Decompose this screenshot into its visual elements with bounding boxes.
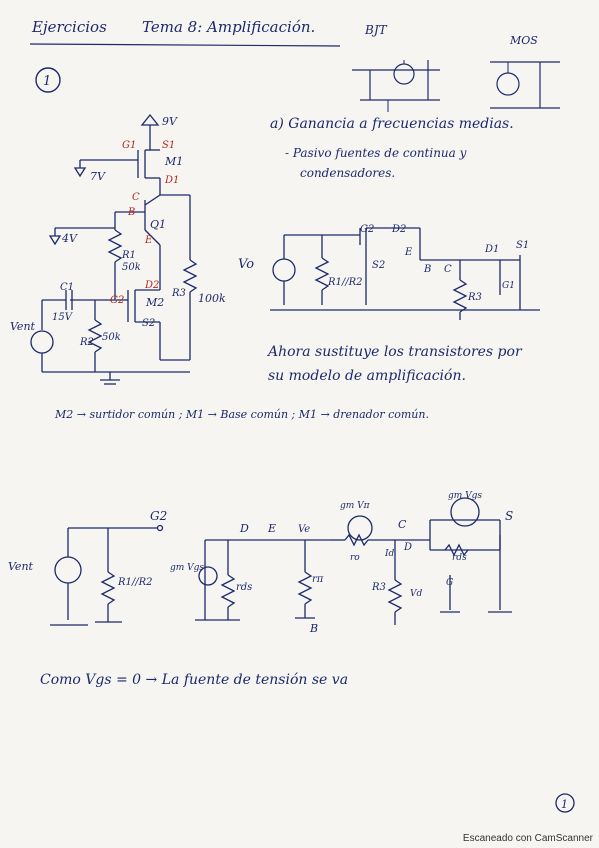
small-signal-circuit-2 — [50, 497, 512, 626]
mos-model-sketch — [490, 61, 560, 109]
label-r1-value: 50k — [122, 262, 141, 273]
label-r1: R1 — [121, 250, 136, 261]
label-ve: Ve — [298, 524, 310, 535]
label-7v: 7V — [90, 170, 106, 183]
label-g-ss2: G — [446, 578, 453, 588]
label-s1: S1 — [162, 140, 175, 151]
main-circuit — [30, 113, 198, 385]
label-e-ss2: E — [267, 522, 276, 535]
label-r2: R2 — [79, 337, 94, 348]
topic-heading: Tema 8: Amplificación. — [142, 18, 316, 36]
label-d-ss2: D — [239, 522, 249, 535]
note-a-title: a) Ganancia a frecuencias medias. — [270, 116, 514, 132]
label-d2-ss: D2 — [391, 224, 406, 235]
label-gmvgs-left: gm Vgs — [170, 563, 204, 573]
label-r1r2: R1//R2 — [327, 277, 363, 288]
label-c1: C1 — [60, 282, 74, 293]
label-g2: G2 — [110, 295, 124, 306]
label-m2: M2 — [145, 296, 164, 309]
note-substitute-line1: Ahora sustituye los transistores por — [268, 344, 522, 360]
label-b-ss2: B — [309, 622, 318, 635]
label-vd: Vd — [410, 589, 422, 599]
label-r3-ss2: R3 — [371, 582, 386, 593]
label-9v: 9V — [162, 115, 178, 128]
label-g1-ss: G1 — [502, 281, 515, 291]
label-q1: Q1 — [150, 218, 166, 231]
label-id: Id — [384, 549, 395, 559]
label-rpi: rπ — [312, 574, 324, 585]
label-s2: S2 — [142, 318, 155, 329]
bjt-label: BJT — [364, 23, 388, 37]
label-g2-ss2: G2 — [150, 509, 167, 523]
label-4v: 4V — [61, 232, 78, 245]
note-substitute-line2: su modelo de amplificación. — [268, 368, 466, 384]
label-c1-value: 15V — [52, 312, 74, 323]
label-d2: D2 — [144, 280, 159, 291]
label-g2-ss: G2 — [360, 224, 374, 235]
label-d1-ss: D1 — [484, 244, 499, 255]
page-number: 1 — [561, 798, 568, 811]
mos-label: MOS — [509, 34, 538, 47]
small-signal-circuit-1 — [270, 227, 540, 320]
label-gmvbe: gm Vπ — [340, 501, 371, 511]
label-d1: D1 — [164, 175, 179, 186]
label-r3: R3 — [171, 288, 186, 299]
label-e: E — [144, 235, 153, 246]
label-s1-ss: S1 — [516, 240, 529, 251]
label-r1r2-ss: R1//R2 — [117, 577, 153, 588]
label-ro: ro — [350, 553, 360, 563]
label-c: C — [132, 192, 140, 203]
label-g1: G1 — [122, 140, 136, 151]
exercises-heading: Ejercicios — [32, 18, 107, 36]
label-s2-ss: S2 — [372, 260, 385, 271]
label-d-ss2b: D — [403, 542, 412, 553]
label-b: B — [127, 207, 135, 218]
page-number-circle — [555, 793, 575, 813]
scanner-watermark: Escaneado con CamScanner — [462, 833, 593, 844]
label-r3-ss: R3 — [467, 292, 482, 303]
bjt-model-sketch — [352, 60, 440, 112]
label-gmvgs-right: gm Vgs — [448, 491, 482, 501]
label-s-ss2: S — [505, 509, 513, 523]
label-c-ss2: C — [398, 518, 407, 531]
label-c-ss: C — [444, 264, 452, 275]
label-r3-value: 100k — [198, 292, 226, 305]
label-m1: M1 — [164, 155, 183, 168]
note-a-line1: - Pasivo fuentes de continua y — [285, 146, 467, 160]
label-vent-ss: Vent — [8, 560, 34, 573]
note-conclusion: Como Vgs = 0 → La fuente de tensión se v… — [40, 672, 349, 688]
note-topology: M2 → surtidor común ; M1 → Base común ; … — [55, 408, 429, 421]
label-r2-value: 50k — [102, 332, 121, 343]
note-a-line2: condensadores. — [300, 166, 396, 180]
label-vo: Vo — [238, 257, 254, 272]
exercise-number: 1 — [43, 74, 51, 89]
label-vent: Vent — [10, 320, 36, 333]
label-e-ss: E — [404, 247, 413, 258]
label-b-ss: B — [423, 264, 431, 275]
label-rds-left: rds — [236, 582, 252, 593]
label-rds-right: rds — [452, 553, 467, 563]
exercise-number-circle — [35, 67, 61, 93]
